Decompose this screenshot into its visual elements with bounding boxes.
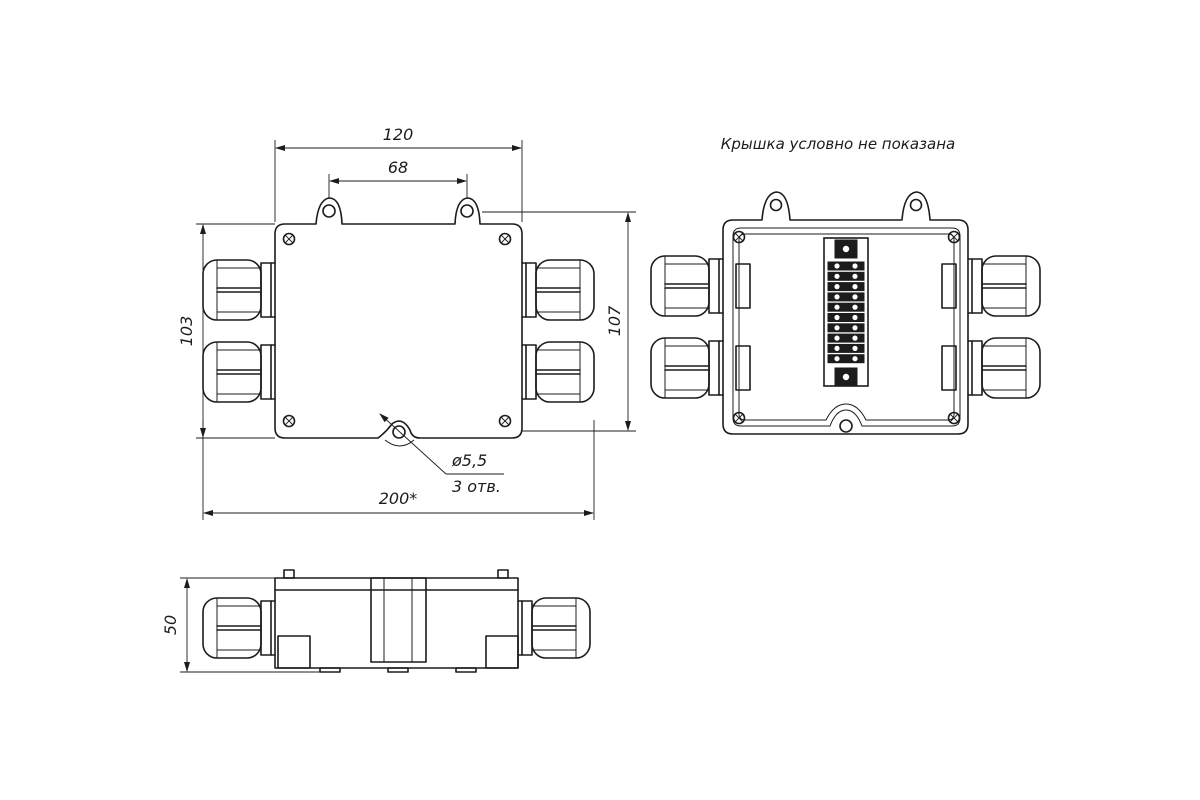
front-body-outline <box>274 197 523 439</box>
dim-height-body: 103 <box>177 316 196 347</box>
screw-icon <box>282 232 296 246</box>
terminal <box>827 261 865 271</box>
side-view: 50 <box>161 569 591 673</box>
terminal <box>827 354 865 364</box>
dim-width-total: 120 <box>383 125 414 144</box>
screw-icon <box>498 414 512 428</box>
interior-body-outline <box>722 191 969 435</box>
interior-view: Крышка условно не показана <box>650 135 1041 435</box>
side-body <box>274 577 519 669</box>
terminal <box>827 282 865 292</box>
terminal <box>827 323 865 333</box>
terminal <box>827 333 865 343</box>
front-view: 120 68 103 107 200* ø5,5 3 отв. <box>177 125 636 520</box>
dim-depth: 50 <box>161 615 180 635</box>
terminal <box>827 292 865 302</box>
cable-gland-icon <box>517 597 591 659</box>
terminal-block <box>823 237 869 387</box>
hole-diameter-label: ø5,5 <box>451 451 487 470</box>
cable-gland-icon <box>650 255 724 317</box>
dim-length-overall: 200* <box>379 489 418 508</box>
cable-gland-icon <box>967 255 1041 317</box>
cable-gland-icon <box>202 259 276 321</box>
terminal <box>827 313 865 322</box>
cable-gland-icon <box>521 341 595 403</box>
cable-gland-icon <box>202 597 276 659</box>
hole-count-label: 3 отв. <box>452 477 501 496</box>
screw-icon <box>282 414 296 428</box>
terminal <box>827 343 865 353</box>
cable-gland-icon <box>521 259 595 321</box>
cable-gland-icon <box>967 337 1041 399</box>
dim-height-total: 107 <box>605 305 624 336</box>
cover-note: Крышка условно не показана <box>721 135 955 153</box>
terminal <box>827 302 865 312</box>
cable-gland-icon <box>650 337 724 399</box>
terminal <box>827 271 865 281</box>
screw-icon <box>498 232 512 246</box>
dim-mount-spacing: 68 <box>388 158 408 177</box>
cable-gland-icon <box>202 341 276 403</box>
